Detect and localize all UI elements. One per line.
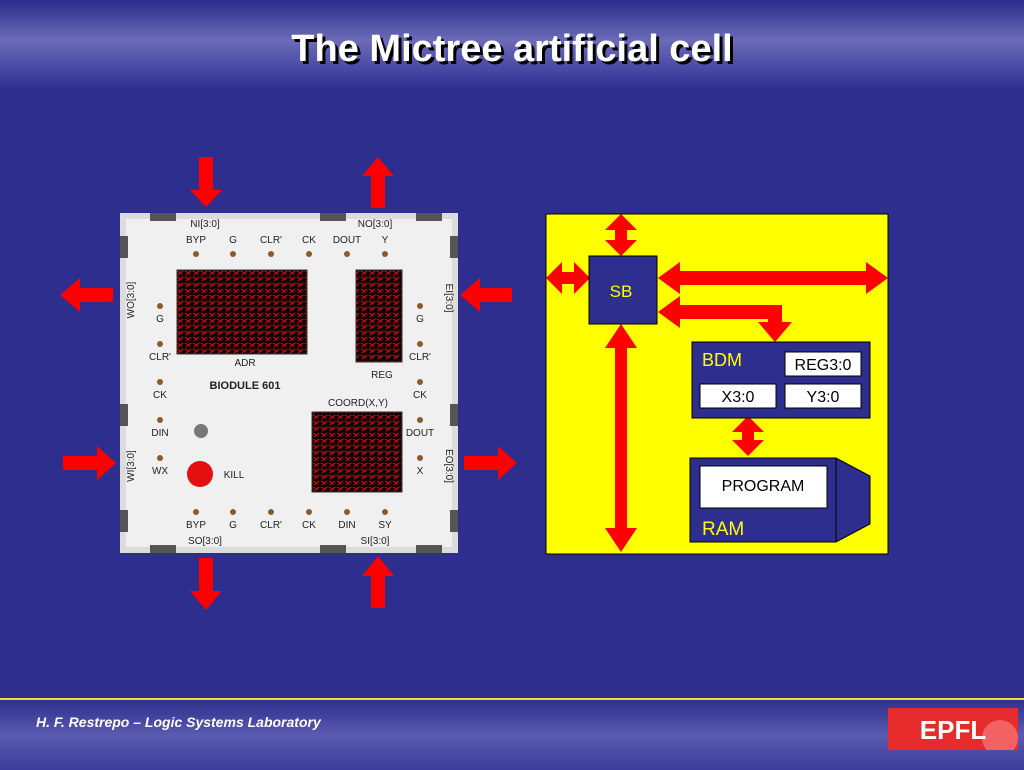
arrow-south-out [190,558,222,610]
label-ni: NI[3:0] [190,219,220,230]
arrow-sb-south [605,324,637,552]
pin-label: G [156,314,164,325]
arrow-north-out [362,157,394,208]
pin-label: G [229,520,237,531]
top-pins: BYP G CLR' CK DOUT Y [186,235,389,257]
sb-label: SB [610,282,633,301]
arrow-south-in [362,556,394,608]
arrow-west-out [60,278,113,312]
arrow-sb-bdm [658,296,792,342]
y-register-label: Y3:0 [807,389,840,406]
sb-block [588,255,658,325]
slide-title: The Mictree artificial cell [291,28,733,70]
kill-button[interactable] [187,461,213,487]
pin-label: BYP [186,520,206,531]
pin-label: WX [152,466,168,477]
reg-register-label: REG3:0 [795,357,852,374]
arrow-east-out [464,446,517,480]
reg-label: REG [371,370,393,381]
footer-bar [0,698,1024,770]
reg-register [784,351,862,377]
pin-label: G [229,235,237,246]
arrow-sb-north [605,214,637,256]
pin-label: CLR' [260,520,282,531]
adr-display [176,269,308,355]
reg-display [355,269,403,363]
pin-label: Y [382,235,389,246]
biodule-board: NI[3:0] NO[3:0] SO[3:0] SI[3:0] WO[3:0] … [120,213,458,553]
pin-label: CLR' [260,235,282,246]
label-ei: EI[3:0] [443,284,454,313]
label-wo: WO[3:0] [126,281,137,318]
status-led [194,424,208,438]
pin-label: DOUT [406,428,434,439]
program-label: PROGRAM [722,478,805,495]
pin-label: X [417,466,424,477]
kill-label: KILL [224,470,245,481]
pin-label: CK [302,235,316,246]
pin-label: SY [378,520,392,531]
ram-label: RAM [702,519,744,540]
x-register [699,383,777,409]
arrow-east-in [460,278,512,312]
arrow-bdm-ram [732,416,764,456]
pin-label: CK [413,390,427,401]
arrow-sb-west [546,262,590,294]
pin-label: CLR' [409,352,431,363]
pin-label: BYP [186,235,206,246]
pin-label: G [416,314,424,325]
diagram-arrows [546,214,888,552]
coord-display [311,411,403,493]
arrow-west-in [63,446,116,480]
label-eo: EO[3:0] [443,449,454,483]
pin-label: DIN [338,520,355,531]
left-pins: G CLR' CK DIN WX [149,303,171,477]
pin-label: CK [153,390,167,401]
y-register [784,383,862,409]
pin-label: DIN [151,428,168,439]
epfl-logo: EPFL [888,708,1018,750]
arrow-sb-east [658,262,888,294]
x-register-label: X3:0 [722,389,755,406]
pin-label: CK [302,520,316,531]
arrow-north-in [190,157,222,207]
coord-label: COORD(X,Y) [328,398,388,409]
footer-author: H. F. Restrepo – Logic Systems Laborator… [36,714,321,730]
label-wi: WI[3:0] [126,450,137,482]
label-so: SO[3:0] [188,536,222,547]
board-name: BIODULE 601 [210,380,281,392]
right-pins: G CLR' CK DOUT X [406,303,434,477]
logo-text: EPFL [920,715,987,745]
bottom-pins: BYP G CLR' CK DIN SY [186,509,392,531]
board-arrows [60,157,517,610]
pin-label: CLR' [149,352,171,363]
bdm-label: BDM [702,350,742,370]
block-diagram: SB BDM REG3:0 X3:0 Y3:0 PROGRAM RAM [545,213,889,555]
label-no: NO[3:0] [358,219,393,230]
title-bar [0,0,1024,90]
pin-label: DOUT [333,235,361,246]
adr-label: ADR [234,358,255,369]
program-box [699,465,828,509]
label-si: SI[3:0] [361,536,390,547]
edge-connectors [120,213,458,553]
